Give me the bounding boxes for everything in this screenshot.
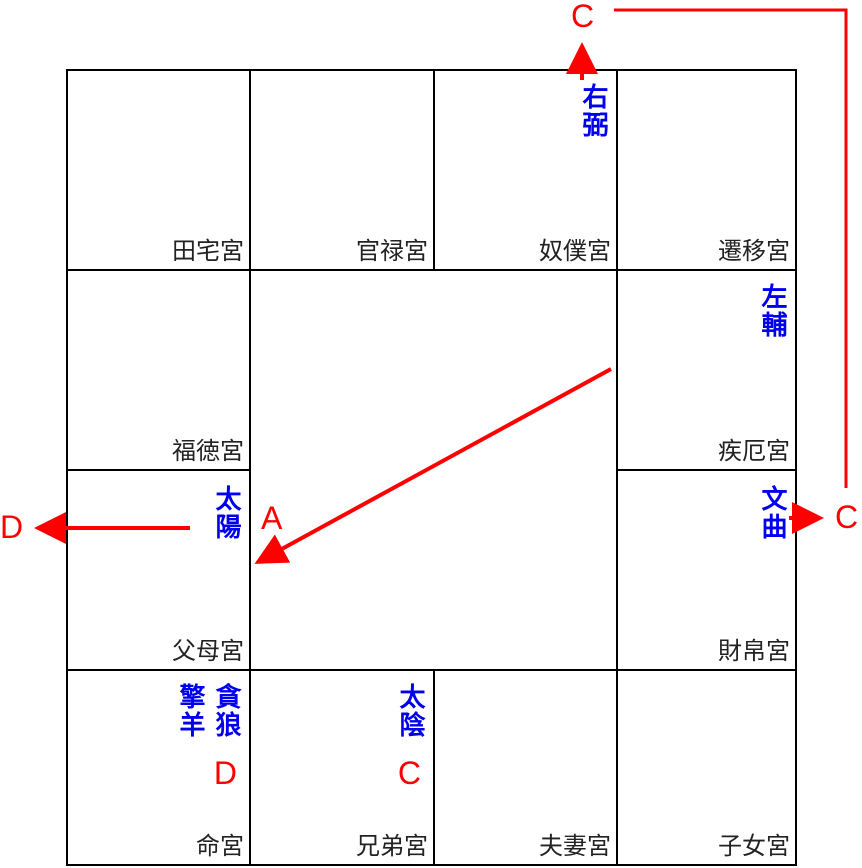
center-area (249, 269, 618, 671)
star-group: 太陰 (395, 683, 425, 739)
palace-cell-doboku: 右弼 奴僕宮 (433, 69, 618, 271)
marker-d: D (213, 755, 237, 791)
marker-top-c: C (571, 0, 595, 34)
palace-cell-fusai: 夫妻宮 (433, 669, 618, 866)
palace-label: 福徳宮 (172, 437, 244, 465)
palace-label: 奴僕宮 (539, 237, 611, 265)
palace-label: 疾厄宮 (718, 437, 790, 465)
marker-c: C (397, 755, 421, 791)
star-group: 左輔 (757, 283, 787, 339)
palace-cell-fubo: 太陽 父母宮 (66, 469, 251, 671)
palace-label: 田宅宮 (172, 237, 244, 265)
star-saho: 左輔 (757, 283, 787, 339)
palace-cell-kyodai: 太陰 C 兄弟宮 (249, 669, 435, 866)
palace-cell-mei: 貪狼 擎羊 D 命宮 (66, 669, 251, 866)
star-taiin: 太陰 (395, 683, 425, 739)
star-group: 貪狼 擎羊 (175, 683, 241, 739)
star-bunkyoku: 文曲 (757, 485, 787, 541)
palace-cell-shijo: 子女宮 (616, 669, 797, 866)
palace-label: 官禄宮 (356, 237, 428, 265)
palace-label: 命宮 (196, 832, 244, 860)
palace-label: 父母宮 (172, 637, 244, 665)
palace-label: 財帛宮 (718, 637, 790, 665)
ziwei-chart-grid: 田宅宮 官禄宮 右弼 奴僕宮 遷移宮 福徳宮 左輔 疾厄宮 太陽 父母宮 文曲 … (66, 69, 797, 866)
palace-cell-fukutoku: 福徳宮 (66, 269, 251, 471)
palace-label: 子女宮 (718, 832, 790, 860)
palace-cell-kanroku: 官禄宮 (249, 69, 435, 271)
palace-label: 兄弟宮 (356, 832, 428, 860)
star-keiyo: 擎羊 (175, 683, 205, 739)
star-group: 太陽 (211, 485, 241, 541)
star-youhi: 右弼 (578, 83, 608, 139)
marker-center-a: A (261, 500, 283, 536)
palace-cell-saihaku: 文曲 財帛宮 (616, 469, 797, 671)
marker-right-c: C (835, 499, 859, 535)
palace-label: 遷移宮 (718, 237, 790, 265)
palace-cell-seni: 遷移宮 (616, 69, 797, 271)
palace-label: 夫妻宮 (539, 832, 611, 860)
palace-cell-shitsuyaku: 左輔 疾厄宮 (616, 269, 797, 471)
star-group: 文曲 (757, 485, 787, 541)
palace-cell-tiantaku: 田宅宮 (66, 69, 251, 271)
star-group: 右弼 (578, 83, 608, 139)
marker-left-d: D (0, 509, 24, 545)
star-taiyo: 太陽 (211, 485, 241, 541)
star-donro: 貪狼 (211, 683, 241, 739)
